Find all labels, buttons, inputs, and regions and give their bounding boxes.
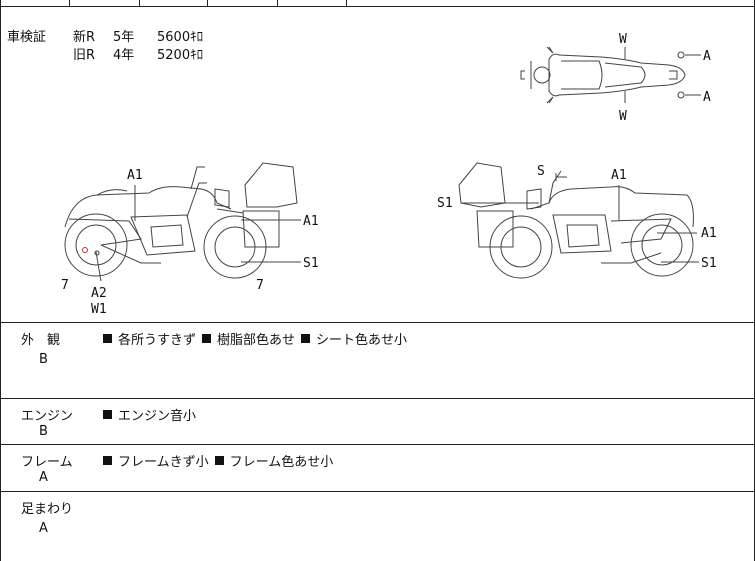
header-cell-divider [277, 0, 278, 7]
section-notes: フレームきず小 フレーム色あせ小 [103, 451, 333, 470]
mark-top-a-lower: A [703, 90, 711, 105]
mark-top-a-upper: A [703, 49, 711, 64]
section-suspension: 足まわり A [1, 493, 755, 561]
note-item: エンジン音小 [103, 405, 196, 424]
section-notes: 各所うすきず 樹脂部色あせ シート色あせ小 [103, 329, 407, 348]
note-text: フレームきず小 [118, 455, 209, 470]
header-cell-divider [207, 0, 208, 7]
section-grade: B [39, 424, 48, 439]
shaken-kind: 旧R [73, 48, 96, 63]
left-side-motorcycle-icon [64, 162, 298, 279]
bullet-square-icon [202, 334, 212, 343]
mark-right-s: S [537, 164, 545, 179]
mark-right-a1-top: A1 [611, 168, 627, 183]
motorcycle-diagram-svg: W A A W A1 A1 S1 7 A2 W1 7 S S1 A1 A1 S1 [61, 32, 717, 317]
section-grade: A [39, 470, 48, 485]
note-text: 樹脂部色あせ [217, 333, 296, 348]
bullet-square-icon [214, 456, 224, 465]
section-grade: B [39, 352, 48, 367]
header-cell-divider [346, 0, 347, 7]
section-frame: フレーム A フレームきず小 フレーム色あせ小 [1, 446, 755, 492]
mark-left-a2: A2 [91, 286, 107, 301]
note-item: 各所うすきず [103, 329, 196, 348]
shaken-row: 旧R 4年 5200ｷﾛ [7, 47, 203, 65]
mark-left-a1-top: A1 [127, 168, 143, 183]
note-text: 各所うすきず [118, 333, 197, 348]
bullet-square-icon [103, 410, 112, 419]
mark-left-7-rear: 7 [61, 278, 69, 293]
section-name: 外 観 [21, 333, 61, 348]
section-exterior: 外 観 B 各所うすきず 樹脂部色あせ シート色あせ小 [1, 324, 755, 399]
shaken-fee: 5600ｷﾛ [157, 30, 204, 45]
section-name: エンジン [21, 409, 74, 424]
mark-right-s1-front: S1 [701, 256, 717, 271]
section-notes: エンジン音小 [103, 405, 196, 424]
note-text: フレーム色あせ小 [229, 455, 334, 470]
section-name: 足まわり [21, 502, 74, 517]
note-item: シート色あせ小 [301, 329, 407, 348]
mark-left-s1: S1 [303, 256, 319, 271]
mark-right-a1-side: A1 [701, 226, 717, 241]
note-item: フレームきず小 [103, 451, 209, 470]
header-table-strip [1, 0, 755, 7]
bullet-square-icon [301, 334, 311, 343]
shaken-years: 4年 [113, 48, 135, 63]
bullet-square-icon [103, 334, 112, 343]
note-item: 樹脂部色あせ [202, 329, 295, 348]
mark-left-a1-side: A1 [303, 214, 319, 229]
condition-diagram: 車検証 新R 5年 5600ｷﾛ 旧R 4年 5200ｷﾛ [1, 7, 755, 323]
mark-left-7-front: 7 [256, 278, 264, 293]
mark-top-w: W [619, 32, 627, 47]
shaken-info: 車検証 新R 5年 5600ｷﾛ 旧R 4年 5200ｷﾛ [7, 29, 203, 65]
section-grade: A [39, 521, 48, 536]
top-view-motorcycle-icon [520, 46, 686, 104]
section-name: フレーム [21, 455, 73, 470]
mark-bottom-w: W [619, 109, 627, 124]
header-cell-divider [139, 0, 140, 7]
note-text: シート色あせ小 [316, 333, 408, 348]
section-engine: エンジン B エンジン音小 [1, 400, 755, 445]
note-item: フレーム色あせ小 [214, 451, 334, 470]
shaken-years: 5年 [113, 30, 135, 45]
bullet-square-icon [103, 456, 112, 465]
shaken-row: 車検証 新R 5年 5600ｷﾛ [7, 29, 203, 47]
right-side-motorcycle-icon [458, 162, 694, 279]
mark-left-w1: W1 [91, 302, 107, 317]
shaken-kind: 新R [73, 30, 96, 45]
mark-right-s1-rear: S1 [437, 196, 453, 211]
shaken-label: 車検証 [7, 30, 47, 45]
shaken-fee: 5200ｷﾛ [157, 48, 204, 63]
header-cell-divider [69, 0, 70, 7]
note-text: エンジン音小 [118, 409, 197, 424]
